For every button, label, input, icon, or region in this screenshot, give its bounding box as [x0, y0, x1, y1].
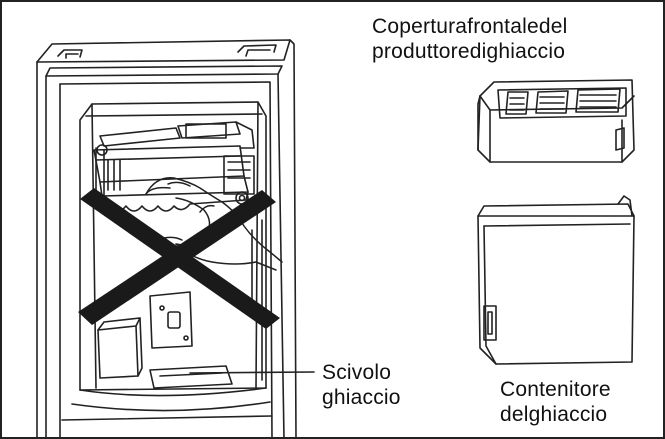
refrigerator-door [36, 39, 297, 439]
label-bin-line-1: Contenitore [500, 378, 611, 401]
prohibition-cross [78, 188, 280, 329]
label-ice-bin: Contenitore delghiaccio [500, 377, 611, 427]
ice-maker-front-cover [477, 79, 635, 163]
label-cover-line-1: Coperturafrontaledel [372, 15, 568, 38]
label-bin-line-2: delghiaccio [500, 403, 608, 426]
label-chute-line-2: ghiaccio [322, 386, 401, 409]
label-chute-line-1: Scivolo [322, 361, 392, 384]
callout-line-ice-chute [189, 371, 315, 374]
label-ice-maker-front-cover: Coperturafrontaledel produttoredighiacci… [372, 14, 567, 64]
ice-bin [477, 195, 635, 365]
label-cover-line-2: produttoredighiaccio [372, 40, 566, 63]
label-ice-chute: Scivolo ghiaccio [322, 360, 401, 410]
